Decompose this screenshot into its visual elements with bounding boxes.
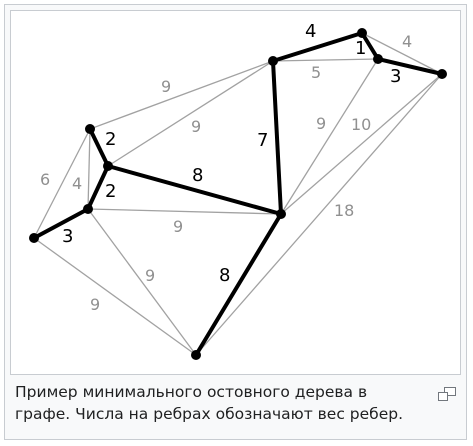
edge-d-g	[89, 60, 274, 130]
weight-label-e-i: 9	[316, 114, 326, 133]
edge-b-d	[87, 128, 91, 210]
weight-label-e-j: 10	[351, 115, 371, 134]
edge-h-i	[360, 31, 380, 61]
vertex-i	[373, 54, 383, 64]
edge-b-e	[87, 208, 282, 215]
edge-b-c	[86, 164, 110, 211]
edge-e-j	[280, 73, 443, 215]
edge-a-b	[32, 207, 90, 240]
weight-label-c-e: 8	[192, 165, 203, 186]
edge-c-e	[106, 164, 283, 216]
edge-c-d	[88, 127, 110, 168]
non-tree-edges	[33, 32, 443, 356]
weight-label-a-f: 9	[90, 295, 100, 314]
vertex-f	[191, 350, 201, 360]
edge-a-f	[33, 237, 197, 356]
edge-g-h	[271, 31, 364, 63]
edge-f-j	[195, 73, 443, 356]
weight-label-d-g: 9	[161, 77, 171, 96]
weight-label-e-g: 7	[257, 130, 268, 151]
edge-e-f	[194, 212, 283, 357]
weight-label-a-d: 6	[40, 170, 50, 189]
vertex-c	[103, 161, 113, 171]
vertex-e	[276, 209, 286, 219]
vertex-d	[85, 124, 95, 134]
weight-label-h-j: 4	[402, 32, 412, 51]
edge-a-d	[33, 128, 91, 239]
edge-e-g	[271, 59, 283, 216]
edge-c-g	[107, 60, 274, 167]
image-thumbnail-frame: 3 2 2 8 8 7 4 1 3 6 4 9 9 5 4 9 10 9	[4, 4, 467, 440]
vertex-h	[357, 28, 367, 38]
weight-label-b-f: 9	[145, 266, 155, 285]
non-tree-weights: 6 4 9 9 5 4 9 10 9 9 9 18	[40, 32, 412, 314]
weight-label-e-f: 8	[219, 265, 230, 286]
image-caption: Пример минимального остовного дерева в г…	[15, 383, 404, 423]
edge-g-i	[272, 58, 379, 62]
weight-label-a-b: 3	[62, 226, 73, 247]
weight-label-g-h: 4	[305, 21, 316, 42]
weight-label-g-i: 5	[311, 63, 321, 82]
vertex-g	[268, 56, 278, 66]
vertex-a	[29, 233, 39, 243]
weight-label-b-d: 4	[72, 174, 82, 193]
spanning-tree-weights: 3 2 2 8 8 7 4 1 3	[62, 21, 401, 286]
vertices	[29, 28, 447, 360]
edge-h-j	[361, 32, 443, 75]
edge-i-j	[376, 57, 444, 76]
weight-label-f-j: 18	[334, 201, 354, 220]
vertex-j	[437, 69, 447, 79]
weight-label-b-c: 2	[105, 181, 116, 202]
edge-b-f	[87, 208, 197, 356]
weight-label-c-d: 2	[105, 129, 116, 150]
weight-label-i-j: 3	[390, 66, 401, 87]
edge-e-i	[280, 58, 379, 215]
enlarge-icon[interactable]	[438, 387, 456, 401]
graph-image[interactable]: 3 2 2 8 8 7 4 1 3 6 4 9 9 5 4 9 10 9	[10, 10, 461, 375]
vertex-b	[83, 204, 93, 214]
weight-label-h-i: 1	[355, 38, 366, 59]
weight-label-c-g: 9	[191, 117, 201, 136]
spanning-tree-edges	[32, 31, 444, 357]
weight-label-b-e: 9	[173, 217, 183, 236]
